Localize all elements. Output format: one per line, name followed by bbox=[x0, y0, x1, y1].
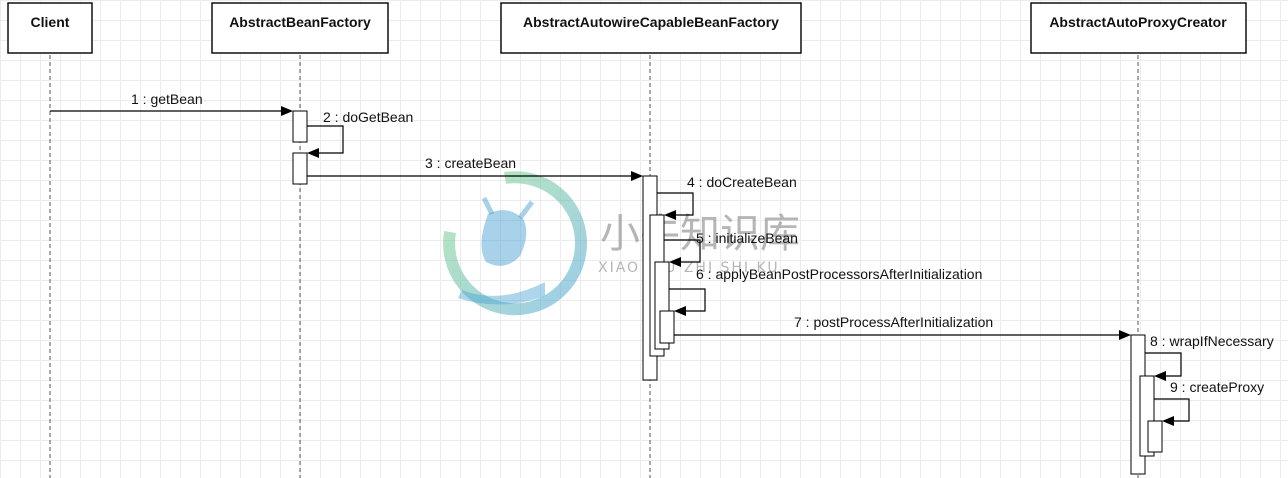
message-label: 7 : postProcessAfterInitialization bbox=[794, 314, 993, 330]
participant-label-client: Client bbox=[31, 14, 70, 30]
message-wrap-if-necessary: 8 : wrapIfNecessary bbox=[1145, 333, 1274, 381]
activation-bar bbox=[1147, 420, 1163, 453]
arrowhead-icon bbox=[664, 210, 676, 220]
message-apply-bean-post-processors-after-initialization: 6 : applyBeanPostProcessorsAfterInitiali… bbox=[669, 266, 982, 316]
watermark-logo-icon bbox=[443, 171, 588, 316]
participant-label-abstract-autowire-capable-bean-factory: AbstractAutowireCapableBeanFactory bbox=[523, 14, 779, 30]
message-label: 1 : getBean bbox=[131, 91, 203, 107]
participant-abstract-bean-factory: AbstractBeanFactory bbox=[211, 2, 389, 54]
message-label: 6 : applyBeanPostProcessorsAfterInitiali… bbox=[696, 266, 982, 282]
arrowhead-icon bbox=[1119, 330, 1131, 340]
message-label: 9 : createProxy bbox=[1170, 379, 1264, 395]
message-create-bean: 3 : createBean bbox=[307, 155, 643, 181]
message-label: 2 : doGetBean bbox=[323, 109, 413, 125]
arrowhead-icon bbox=[674, 306, 686, 316]
message-label: 5 : initializeBean bbox=[696, 230, 798, 246]
participant-abstract-auto-proxy-creator: AbstractAutoProxyCreator bbox=[1030, 2, 1247, 54]
activation-bar bbox=[292, 152, 308, 185]
participant-label-abstract-bean-factory: AbstractBeanFactory bbox=[229, 14, 371, 30]
participant-abstract-autowire-capable-bean-factory: AbstractAutowireCapableBeanFactory bbox=[500, 2, 802, 54]
message-label: 4 : doCreateBean bbox=[687, 174, 797, 190]
message-post-process-after-initialization: 7 : postProcessAfterInitialization bbox=[674, 314, 1131, 340]
arrowhead-icon bbox=[1154, 371, 1166, 381]
arrowhead-icon bbox=[307, 148, 319, 158]
activation-bar bbox=[659, 310, 675, 344]
message-do-get-bean: 2 : doGetBean bbox=[307, 109, 413, 158]
arrowhead-icon bbox=[669, 257, 681, 267]
arrowhead-icon bbox=[1162, 416, 1174, 426]
activation-bar bbox=[292, 110, 308, 143]
message-get-bean: 1 : getBean bbox=[50, 91, 293, 116]
message-create-proxy: 9 : createProxy bbox=[1154, 379, 1264, 426]
message-do-create-bean: 4 : doCreateBean bbox=[657, 174, 797, 220]
participant-label-abstract-auto-proxy-creator: AbstractAutoProxyCreator bbox=[1049, 14, 1227, 30]
arrowhead-icon bbox=[281, 106, 293, 116]
participant-client: Client bbox=[7, 2, 93, 54]
arrowhead-icon bbox=[631, 171, 643, 181]
message-initialize-bean: 5 : initializeBean bbox=[664, 230, 798, 267]
message-label: 8 : wrapIfNecessary bbox=[1150, 333, 1274, 349]
message-label: 3 : createBean bbox=[425, 155, 516, 171]
